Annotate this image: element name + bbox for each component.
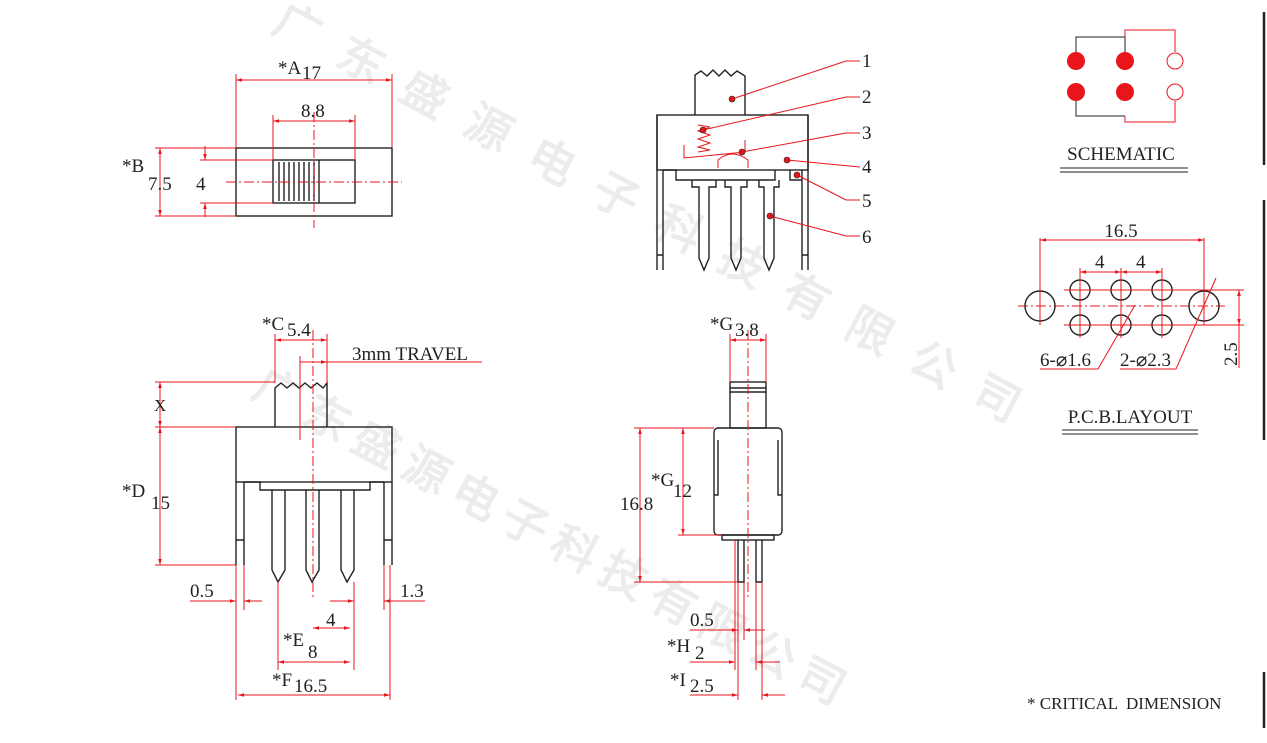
dim-c-label: *C (262, 314, 284, 335)
dim-e-label: *E (283, 630, 304, 651)
front-view: *C 5.4 3mm TRAVEL X *D 15 0.5 1.3 4 *E 8… (122, 314, 482, 700)
callout-1: 1 (862, 51, 872, 72)
terminal-dot (1116, 52, 1134, 70)
schematic: SCHEMATIC (1060, 29, 1188, 173)
dim-pitch: 4 (326, 610, 336, 631)
dim-knob-height: 4 (196, 174, 206, 195)
callout-5: 5 (862, 191, 872, 212)
pcb-width: 16.5 (1104, 221, 1137, 242)
pcb-pitch-2: 4 (1136, 252, 1146, 273)
dim-b-value: 7.5 (148, 174, 172, 195)
dim-e-value: 8 (308, 642, 318, 663)
pcb-row-spacing: 2.5 (1221, 342, 1242, 366)
dim-h-label: *H (667, 636, 691, 657)
dim-f-value: 16.5 (294, 676, 327, 697)
terminal-dot (1067, 52, 1085, 70)
watermark-2: 广东盛源电子科技有限公司 (245, 357, 864, 720)
critical-dimension-note: * CRITICAL DIMENSION (1027, 694, 1221, 713)
dim-h-value: 2 (695, 643, 705, 664)
pcb-large-holes: 2-⌀2.3 (1120, 350, 1171, 371)
pcb-small-holes: 6-⌀1.6 (1040, 350, 1091, 371)
side-view: *G 3.8 16.8 *G 12 0.5 *H 2 *I 2.5 (620, 314, 785, 700)
callout-6: 6 (862, 227, 872, 248)
travel-label: 3mm TRAVEL (352, 344, 468, 365)
dim-overall-height: 16.8 (620, 494, 653, 515)
pcb-layout: 16.5 4 4 6-⌀1.6 2-⌀2.3 2.5 P.C.B.LAYOUT (1018, 221, 1244, 435)
terminal-dot (1067, 83, 1085, 101)
dim-pin-thickness: 0.5 (690, 610, 714, 631)
dim-x-label: X (154, 396, 166, 415)
pcb-title: P.C.B.LAYOUT (1068, 407, 1193, 428)
dim-i-value: 2.5 (690, 676, 714, 697)
dim-knob-width: 8.8 (301, 101, 325, 122)
dim-g1-value: 3.8 (735, 320, 759, 341)
dim-a-value: 17 (302, 63, 321, 84)
callout-4: 4 (862, 157, 872, 178)
dim-a-label: *A (278, 58, 302, 79)
dim-g2-label: *G (651, 470, 675, 491)
watermark: 广东盛源电子科技有限公司 (265, 0, 1053, 445)
dim-d-value: 15 (151, 493, 170, 514)
dim-f-label: *F (272, 670, 292, 691)
terminal-dot (1116, 83, 1134, 101)
top-view: *A 17 8.8 *B 7.5 4 (122, 58, 402, 228)
schematic-title: SCHEMATIC (1067, 144, 1175, 165)
dim-leg-offset: 1.3 (400, 581, 424, 602)
dim-i-label: *I (670, 670, 686, 691)
dim-pin-width: 0.5 (190, 581, 214, 602)
dim-c-value: 5.4 (287, 320, 311, 341)
callout-leaders (699, 60, 861, 237)
callout-2: 2 (862, 87, 872, 108)
parts-view: 1 2 3 4 5 6 (656, 51, 872, 272)
dim-g2-value: 12 (673, 481, 692, 502)
callout-3: 3 (862, 123, 872, 144)
dim-d-label: *D (122, 481, 145, 502)
dim-b-label: *B (122, 156, 144, 177)
pcb-pitch-1: 4 (1095, 252, 1105, 273)
dim-g1-label: *G (710, 314, 734, 335)
